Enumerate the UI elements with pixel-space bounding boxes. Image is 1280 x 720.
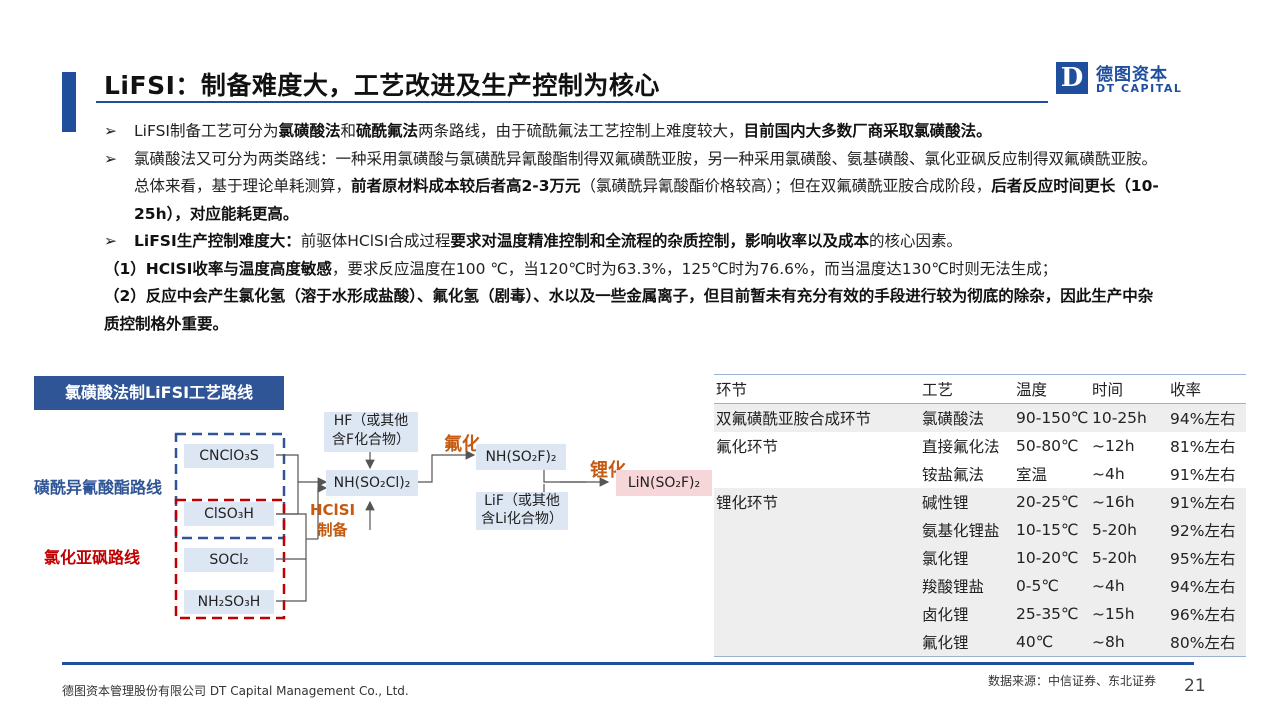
footer-company: 德图资本管理股份有限公司 DT Capital Management Co., … xyxy=(62,684,409,698)
route-a-label: 磺酰异氰酸酯路线 xyxy=(34,478,163,497)
clso3h-box: ClSO₃H xyxy=(184,502,274,526)
nh-so2cl-box: NH(SO₂Cl)₂ xyxy=(326,470,418,496)
cnclo3s-box: CNClO₃S xyxy=(184,444,274,468)
bullet-icon: ➢ xyxy=(104,122,117,140)
bullet-icon: ➢ xyxy=(104,149,117,168)
footer-divider xyxy=(62,662,1194,665)
body-text: ➢LiFSI制备工艺可分为氯磺酸法和硫酰氟法两条路线，由于硫酰氟法工艺控制上难度… xyxy=(104,118,1164,338)
hclsi-label: HClSI 制备 xyxy=(310,501,356,539)
page-title: LiFSI：制备难度大，工艺改进及生产控制为核心 xyxy=(104,71,660,100)
route-b-label: 氯化亚砜路线 xyxy=(44,548,141,567)
diagram-connectors xyxy=(174,432,610,620)
diagram-title: 氯磺酸法制LiFSI工艺路线 xyxy=(34,376,284,410)
hf-box: HF（或其他 含F化合物） xyxy=(324,412,418,452)
lin-so2f-box: LiN(SO₂F)₂ xyxy=(616,470,712,496)
nh2so3h-box: NH₂SO₃H xyxy=(184,590,274,614)
page-number: 21 xyxy=(1184,676,1206,696)
logo-chinese-name: 德图资本 xyxy=(1096,65,1168,85)
col-header-process: 工艺 xyxy=(920,374,1014,404)
paragraph-5: （2）反应中会产生氯化氢（溶于水形成盐酸）、氟化氢（剧毒）、水以及一些金属离子，… xyxy=(104,287,1154,333)
table-header-row: 环节 工艺 温度 时间 收率 xyxy=(714,374,1246,404)
process-route-diagram: 磺酰异氰酸酯路线 氯化亚砜路线 CNClO₃S ClSO₃H SOCl₂ NH₂… xyxy=(20,408,720,668)
paragraph-1: ➢LiFSI制备工艺可分为氯磺酸法和硫酰氟法两条路线，由于硫酰氟法工艺控制上难度… xyxy=(104,118,1164,146)
bullet-icon: ➢ xyxy=(104,232,117,250)
col-header-stage: 环节 xyxy=(714,374,920,404)
logo-english-name: DT CAPITAL xyxy=(1096,82,1183,95)
data-source: 数据来源：中信证券、东北证券 xyxy=(988,674,1157,688)
paragraph-2: ➢氯磺酸法又可分为两类路线：一种采用氯磺酸与氯磺酰异氰酸酯制得双氟磺酰亚胺，另一… xyxy=(104,146,1164,229)
fluorination-label: 氟化 xyxy=(444,434,480,455)
col-header-temperature: 温度 xyxy=(1014,374,1090,404)
route-a-bracket xyxy=(174,432,286,540)
socl2-box: SOCl₂ xyxy=(184,548,274,572)
lif-box: LiF（或其他 含Li化合物） xyxy=(476,492,568,530)
col-header-time: 时间 xyxy=(1090,374,1168,404)
paragraph-4: （1）HClSI收率与温度高度敏感，要求反应温度在100 ℃，当120℃时为63… xyxy=(104,259,1058,278)
nh-so2f-box: NH(SO₂F)₂ xyxy=(476,444,566,470)
col-header-yield: 收率 xyxy=(1168,374,1246,404)
title-accent-bar xyxy=(62,72,76,132)
logo-mark-icon: D xyxy=(1056,62,1088,94)
company-logo: D 德图资本 DT CAPITAL xyxy=(1056,62,1186,102)
paragraph-3: ➢LiFSI生产控制难度大：前驱体HClSI合成过程要求对温度精准控制和全流程的… xyxy=(104,228,1164,256)
title-divider xyxy=(96,101,1048,103)
